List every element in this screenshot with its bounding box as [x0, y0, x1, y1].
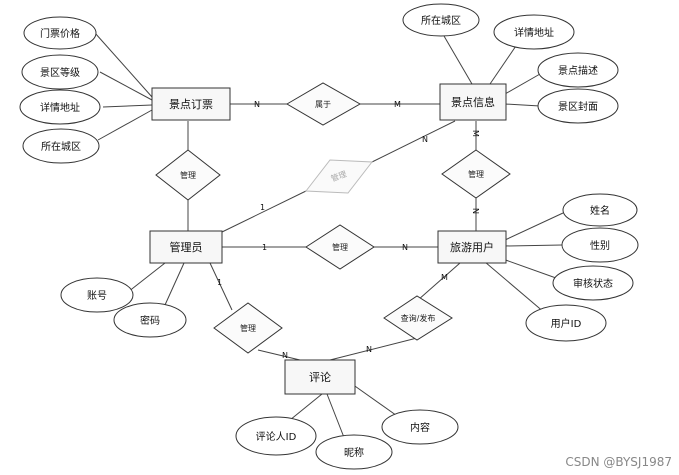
attr-nickname: 昵称	[315, 434, 393, 470]
card-comment-query: N	[366, 345, 372, 354]
entity-attraction-booking: 景点订票	[151, 87, 231, 121]
edge-admin-faded	[221, 190, 307, 233]
attr-review-status: 审核状态	[552, 265, 634, 301]
card-comment-admin: N	[282, 351, 288, 360]
card-info-manage: M	[471, 130, 480, 137]
attr-ticket-price: 门票价格	[23, 16, 97, 50]
rel-manage-info: 管理	[441, 149, 511, 199]
edge-query-comment	[329, 337, 418, 361]
svg-text:查询/发布: 查询/发布	[401, 313, 436, 323]
attr-scenic-level: 景区等级	[21, 54, 99, 90]
svg-text:管理员: 管理员	[170, 240, 203, 254]
svg-text:管理: 管理	[180, 170, 196, 180]
edge-attraction-desc	[504, 73, 541, 95]
svg-text:性别: 性别	[590, 239, 610, 252]
svg-text:所在城区: 所在城区	[41, 141, 81, 153]
card-user-admin: N	[402, 243, 408, 252]
entity-comment: 评论	[284, 359, 356, 395]
rel-belongs-to: 属于	[286, 82, 362, 126]
attr-gender: 性别	[561, 227, 639, 263]
attr-scenic-cover: 景区封面	[537, 88, 619, 124]
svg-text:属于: 属于	[315, 100, 331, 109]
edge-user-id	[484, 261, 546, 314]
card-admin-comment: 1	[217, 278, 222, 287]
svg-text:用户ID: 用户ID	[551, 317, 582, 330]
edge-nickname	[326, 393, 346, 441]
svg-text:门票价格: 门票价格	[40, 27, 80, 40]
entity-attraction-info: 景点信息	[439, 83, 507, 121]
edge-account	[127, 262, 166, 293]
card-user-manage-info: N	[471, 208, 480, 214]
svg-text:评论: 评论	[309, 370, 331, 384]
edge-manage-comment	[257, 349, 301, 361]
svg-text:景区封面: 景区封面	[558, 100, 598, 113]
rel-query-publish: 查询/发布	[383, 295, 453, 341]
svg-text:内容: 内容	[410, 421, 430, 434]
rel-manage-user: 管理	[305, 224, 375, 270]
edge-content	[351, 383, 401, 419]
rel-manage-booking: 管理	[155, 149, 221, 201]
entity-tourist-user: 旅游用户	[437, 230, 507, 264]
edge-name	[504, 212, 564, 241]
edge-gender	[504, 244, 563, 247]
edge-admin-manage-comment	[209, 262, 233, 311]
edge-scenic-level	[99, 71, 153, 101]
rel-manage-info-admin: 管理	[305, 159, 373, 194]
attr-detail-address-info: 详情地址	[493, 14, 575, 50]
attr-name: 姓名	[562, 193, 638, 227]
card-user-query: M	[441, 273, 448, 282]
svg-text:审核状态: 审核状态	[573, 277, 613, 290]
entity-admin: 管理员	[149, 230, 223, 264]
card-admin-user: 1	[262, 243, 267, 252]
edge-commenter-id	[289, 393, 323, 421]
edge-review-status	[499, 257, 557, 279]
card-booking-belongs: N	[254, 100, 260, 109]
attr-attraction-desc: 景点描述	[537, 52, 619, 88]
svg-text:详情地址: 详情地址	[40, 101, 80, 114]
svg-text:密码: 密码	[140, 314, 160, 327]
attr-city-info: 所在城区	[402, 3, 480, 37]
attr-user-id: 用户ID	[525, 304, 607, 342]
svg-text:旅游用户: 旅游用户	[450, 240, 494, 254]
svg-text:景点订票: 景点订票	[169, 98, 213, 111]
edge-detail-address-booking	[102, 104, 153, 108]
attr-city-booking: 所在城区	[22, 128, 100, 164]
card-info-faded: N	[422, 135, 428, 144]
svg-text:管理: 管理	[468, 169, 484, 179]
svg-text:详情地址: 详情地址	[514, 26, 554, 39]
attr-content: 内容	[381, 409, 459, 445]
rel-manage-comment: 管理	[213, 302, 283, 354]
svg-text:景点信息: 景点信息	[451, 95, 495, 109]
card-info-belongs: M	[394, 100, 401, 109]
svg-text:管理: 管理	[332, 242, 348, 252]
attr-commenter-id: 评论人ID	[235, 416, 317, 456]
attr-account: 账号	[60, 277, 134, 313]
edge-scenic-cover	[504, 103, 541, 107]
svg-text:姓名: 姓名	[590, 204, 610, 217]
svg-text:评论人ID: 评论人ID	[256, 430, 297, 443]
edge-user-query	[417, 262, 461, 301]
attr-detail-address-booking: 详情地址	[19, 89, 101, 125]
attr-password: 密码	[113, 302, 187, 338]
card-admin-faded: 1	[260, 203, 265, 212]
svg-text:景点描述: 景点描述	[558, 64, 598, 77]
edge-city-booking	[97, 109, 153, 141]
svg-text:所在城区: 所在城区	[421, 15, 461, 27]
watermark: CSDN @BYSJ1987	[565, 455, 672, 469]
edge-faded-info	[371, 120, 456, 163]
edge-city-info	[443, 35, 473, 85]
svg-text:账号: 账号	[87, 290, 107, 302]
svg-text:昵称: 昵称	[344, 446, 364, 459]
svg-text:管理: 管理	[240, 323, 256, 333]
svg-text:景区等级: 景区等级	[40, 66, 80, 79]
edge-ticket-price	[94, 32, 153, 98]
